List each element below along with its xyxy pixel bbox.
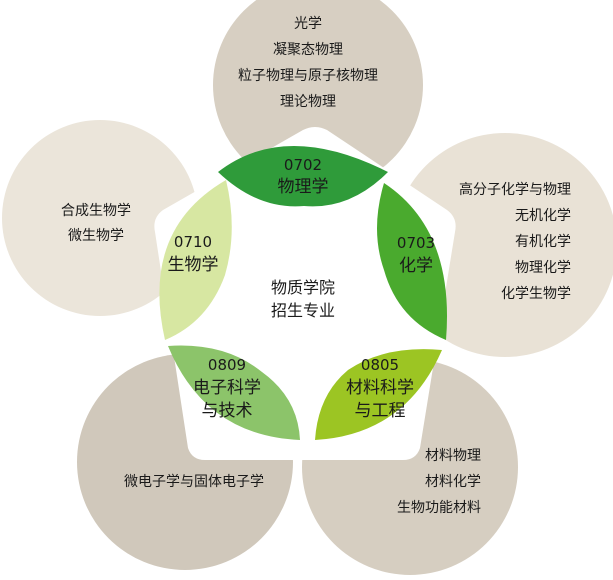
direction-materials-2: 材料化学 — [425, 474, 481, 490]
electronics-name-line1: 电子科学 — [193, 378, 261, 398]
leaf-biology — [159, 180, 232, 340]
materials-name-line1: 材料科学 — [346, 378, 414, 398]
electronics-name-line2: 与技术 — [202, 401, 253, 421]
leaf-electronics — [168, 345, 300, 440]
electronics-code: 0809 — [208, 356, 246, 374]
leaf-chemistry — [377, 183, 448, 340]
materials-name-line2: 与工程 — [355, 401, 406, 421]
direction-biology-1: 合成生物学 — [61, 203, 131, 219]
direction-chemistry-1: 高分子化学与物理 — [459, 181, 571, 198]
direction-chemistry-4: 物理化学 — [515, 260, 571, 276]
chemistry-code: 0703 — [397, 234, 435, 252]
materials-code: 0805 — [361, 356, 399, 374]
outer-petal-chemistry — [393, 133, 613, 357]
physics-name: 物理学 — [278, 177, 329, 197]
direction-chemistry-2: 无机化学 — [515, 208, 571, 224]
biology-code: 0710 — [174, 233, 212, 251]
center-title-line1: 物质学院 — [271, 278, 335, 297]
direction-materials-3: 生物功能材料 — [397, 500, 481, 516]
direction-electronics-1: 微电子学与固体电子学 — [124, 474, 264, 490]
direction-physics-4: 理论物理 — [280, 94, 336, 110]
biology-name: 生物学 — [168, 255, 219, 275]
direction-physics-3: 粒子物理与原子核物理 — [238, 68, 378, 84]
center-title-line2: 招生专业 — [271, 301, 335, 320]
outer-petal-biology — [2, 120, 198, 316]
chemistry-name: 化学 — [399, 256, 433, 276]
direction-physics-1: 光学 — [294, 16, 322, 32]
direction-chemistry-5: 化学生物学 — [501, 286, 571, 302]
direction-physics-2: 凝聚态物理 — [273, 42, 343, 58]
direction-biology-2: 微生物学 — [68, 228, 124, 244]
leaf-materials — [315, 349, 442, 440]
direction-materials-1: 材料物理 — [425, 448, 481, 464]
outer-petal-physics — [213, 0, 423, 190]
physics-code: 0702 — [284, 156, 322, 174]
direction-chemistry-3: 有机化学 — [515, 234, 571, 250]
leaf-physics — [218, 146, 388, 207]
